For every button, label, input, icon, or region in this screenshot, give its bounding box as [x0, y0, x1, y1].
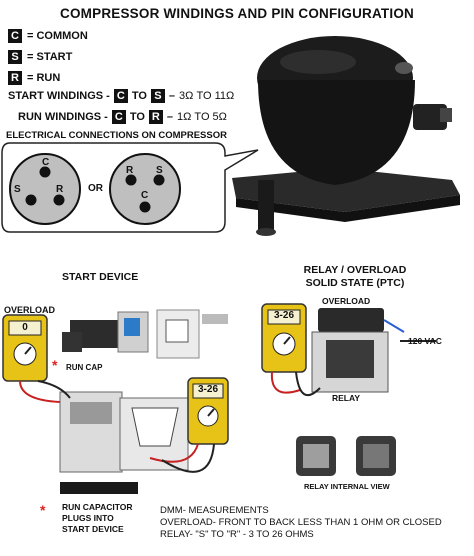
page-title: COMPRESSOR WINDINGS AND PIN CONFIGURATIO… [60, 6, 414, 21]
start-windings-to-word: TO [131, 90, 147, 102]
start-windings-row: START WINDINGS - C TO S – 3Ω TO 11Ω [8, 89, 234, 103]
relay-internal-view-label: RELAY INTERNAL VIEW [304, 482, 390, 491]
meter1-reading: 0 [22, 322, 28, 333]
pin-disc-left [9, 153, 81, 225]
relay-label: RELAY [332, 393, 361, 403]
overload-label: OVERLOAD [4, 305, 56, 315]
relay-meter-reading: 3-26 [273, 310, 294, 321]
pin-left-s-label: S [14, 184, 21, 195]
pin-s-dot [153, 174, 165, 186]
run-capacitor-note: RUN CAPACITOR PLUGS INTO START DEVICE [62, 502, 133, 535]
legend-label: = RUN [27, 71, 61, 84]
run-windings-to-word: TO [129, 111, 145, 123]
multimeter-2-icon [187, 377, 229, 445]
multimeter-3-icon [261, 303, 307, 373]
start-windings-from: C [113, 89, 128, 103]
pin-c-dot [139, 201, 151, 213]
relay-device-icon [311, 308, 389, 393]
pin-right-r-label: R [126, 165, 134, 176]
relay-heading-1: RELAY / OVERLOAD [303, 264, 407, 276]
dmm-line: OVERLOAD- FRONT TO BACK LESS THAN 1 OHM … [160, 517, 442, 528]
run-windings-value: 1Ω TO 5Ω [177, 111, 227, 123]
run-cap-asterisk: * [52, 357, 58, 373]
compressor-illustration [1, 36, 460, 236]
pin-right-c-label: C [141, 190, 149, 201]
dmm-measurements: DMM- MEASUREMENTS OVERLOAD- FRONT TO BAC… [160, 505, 470, 541]
start-windings-label: START WINDINGS - [8, 90, 110, 102]
pin-right-s-label: S [156, 165, 163, 176]
pin-left-r-label: R [56, 184, 64, 195]
start-device-heading: START DEVICE [62, 271, 139, 283]
dmm-heading: DMM- MEASUREMENTS [160, 505, 269, 516]
vac-label: 120 VAC [408, 336, 442, 346]
wiring-illustration [2, 303, 436, 494]
arrow-icon: – [168, 90, 176, 102]
legend-key: R [8, 70, 22, 85]
legend-label: = COMMON [27, 29, 88, 42]
legend-start: S = START [8, 47, 88, 66]
legend-key: C [8, 28, 22, 43]
run-windings-to: R [148, 110, 163, 124]
run-cap-label: RUN CAP [66, 363, 103, 372]
connections-label: ELECTRICAL CONNECTIONS ON COMPRESSOR [6, 130, 227, 141]
pin-disc-right [109, 153, 181, 225]
pin-c-dot [39, 166, 51, 178]
legend-key: S [8, 49, 22, 64]
pin-r-dot [125, 174, 137, 186]
run-windings-label: RUN WINDINGS - [18, 111, 108, 123]
run-capacitor-note-line: PLUGS INTO [62, 513, 114, 523]
multimeter-1-icon [2, 314, 48, 382]
pin-s-dot [25, 194, 37, 206]
run-capacitor-icon [60, 482, 138, 494]
start-device-icon [59, 391, 189, 473]
compressor-icon [232, 36, 460, 236]
run-capacitor-note-line: RUN CAPACITOR [62, 502, 133, 512]
meter2-reading: 3-26 [197, 384, 218, 395]
start-windings-to: S [150, 89, 165, 103]
pin-left-c-label: C [42, 157, 50, 168]
legend-common: C = COMMON [8, 26, 88, 45]
run-windings-from: C [111, 110, 126, 124]
pin-r-dot [53, 194, 65, 206]
run-capacitor-asterisk: * [40, 502, 46, 518]
relay-heading-2: SOLID STATE (PTC) [305, 277, 405, 289]
relay-internal-left-icon [296, 436, 336, 476]
run-cap-device-icon [62, 309, 228, 359]
relay-overload-label: OVERLOAD [322, 296, 371, 306]
legend-run: R = RUN [8, 68, 88, 87]
relay-internal-right-icon [356, 436, 396, 476]
run-windings-row: RUN WINDINGS - C TO R – 1Ω TO 5Ω [18, 110, 227, 124]
run-capacitor-note-line: START DEVICE [62, 524, 124, 534]
dmm-line: RELAY- "S" TO "R" - 3 TO 26 OHMS [160, 529, 314, 540]
pins-or-label: OR [88, 183, 103, 194]
arrow-icon: – [166, 111, 174, 123]
legend-label: = START [27, 50, 73, 63]
pin-legend: C = COMMON S = START R = RUN [8, 26, 88, 87]
start-windings-value: 3Ω TO 11Ω [179, 90, 235, 102]
